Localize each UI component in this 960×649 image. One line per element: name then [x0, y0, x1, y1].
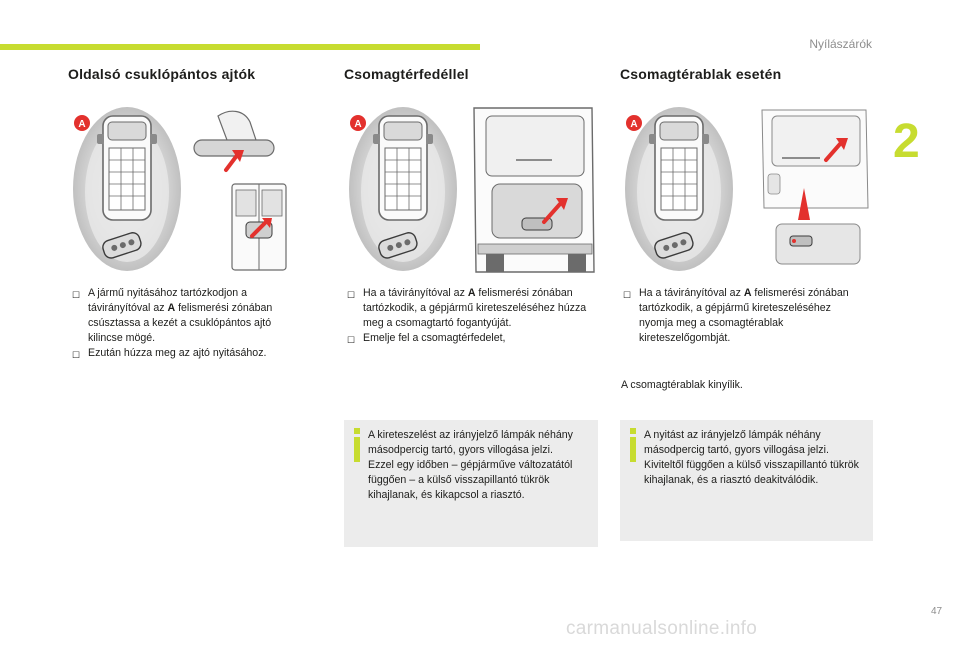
page-number: 47: [931, 606, 943, 617]
column-title: Csomagtérablak esetén: [620, 66, 782, 82]
side-door-steps: ☐A jármű nyitásához tartózkodjon a távir…: [70, 286, 302, 361]
checkbox-icon: ☐: [347, 290, 356, 300]
info-icon: [354, 428, 360, 462]
column-side-doors: Oldalsó csuklópántos ajtók: [68, 66, 328, 82]
tailgate-view: [473, 107, 595, 273]
chapter-number: 2: [893, 115, 920, 168]
tailgate-illustration: [348, 106, 595, 273]
info-text: A nyitást az irányjelző lámpák néhány má…: [644, 429, 859, 486]
rear-window-illustration: [624, 106, 869, 272]
header-accent-bar: [0, 44, 480, 50]
info-text: Ezzel egy időben – gépjárműve változatát…: [368, 459, 573, 501]
step-item: ☐Emelje fel a csomagtérfedelet,: [345, 331, 597, 346]
checkbox-icon: ☐: [623, 290, 632, 300]
section-title: Nyílászárók: [809, 37, 872, 51]
step-item: ☐Ezután húzza meg az ajtó nyitásához.: [70, 346, 302, 361]
side-door-illustration: [72, 106, 287, 272]
hand-on-handle: [193, 110, 275, 172]
info-box-rear-window: A nyitást az irányjelző lámpák néhány má…: [620, 420, 873, 541]
checkbox-icon: ☐: [347, 335, 356, 345]
info-box-tailgate: A kireteszelést az irányjelző lámpák néh…: [344, 420, 598, 547]
watermark: carmanualsonline.info: [566, 618, 758, 639]
column-rear-window: Csomagtérablak esetén: [620, 66, 880, 82]
column-title: Oldalsó csuklópántos ajtók: [68, 66, 256, 82]
rear-door-view: [231, 183, 287, 271]
rear-window-steps: ☐Ha a távirányítóval az A felismerési zó…: [621, 286, 861, 346]
step-item: ☐Ha a távirányítóval az A felismerési zó…: [623, 287, 849, 344]
rear-window-note: A csomagtérablak kinyílik.: [621, 379, 743, 391]
step-item: ☐Ha a távirányítóval az A felismerési zó…: [347, 287, 587, 329]
tailgate-steps: ☐Ha a távirányítóval az A felismerési zó…: [345, 286, 597, 346]
checkbox-icon: ☐: [72, 290, 81, 300]
checkbox-icon: ☐: [72, 350, 81, 360]
info-icon: [630, 428, 636, 462]
step-item: ☐A jármű nyitásához tartózkodjon a távir…: [72, 287, 273, 344]
info-text: A kireteszelést az irányjelző lámpák néh…: [368, 429, 573, 456]
column-title: Csomagtérfedéllel: [344, 66, 469, 82]
rear-window-view: [761, 109, 869, 265]
column-tailgate: Csomagtérfedéllel: [344, 66, 604, 82]
